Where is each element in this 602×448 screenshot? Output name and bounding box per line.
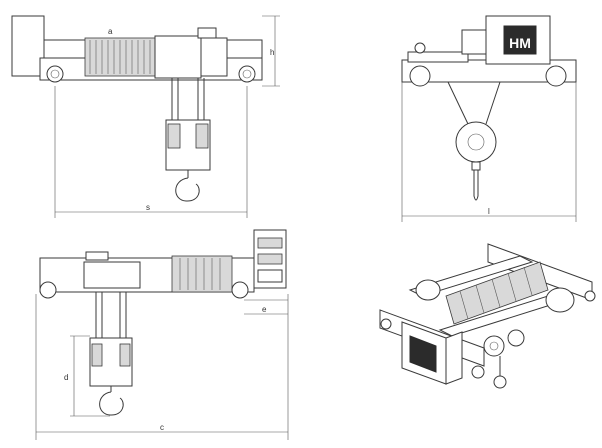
end-wheel-left: [409, 65, 431, 87]
iso-motor: [415, 279, 441, 301]
side-view: h a s: [11, 15, 280, 218]
dim-a-label: a: [108, 27, 113, 36]
motor-terminal-box: [197, 27, 217, 39]
front-drum: [171, 255, 233, 293]
iso-hm-logo-icon: [409, 335, 437, 373]
end-hook: [473, 170, 479, 201]
dim-h-label: h: [270, 48, 274, 57]
front-hook: [99, 391, 124, 416]
dim-d-label: d: [64, 373, 68, 382]
iso-drum: [445, 261, 549, 325]
dim-s-label: s: [146, 203, 150, 212]
front-wheel-left: [39, 281, 57, 299]
svg-text:HM: HM: [509, 35, 531, 51]
front-wheel-right: [231, 281, 249, 299]
motor-cap: [414, 42, 426, 54]
wheel-left: [46, 65, 64, 83]
wheel-right: [238, 65, 256, 83]
dim-e-label: e: [262, 305, 267, 314]
hoist-motor: [154, 35, 202, 79]
isometric-view: [379, 243, 596, 389]
gearbox: [200, 37, 228, 77]
end-view: HM l: [401, 15, 577, 222]
front-trolley: [83, 261, 141, 289]
hook: [175, 177, 200, 202]
iso-sheave: [483, 335, 505, 357]
hm-logo-icon: [503, 25, 537, 55]
dim-c-label: c: [160, 423, 164, 432]
end-wheel-right: [545, 65, 567, 87]
front-view: e d c: [35, 229, 289, 440]
dim-l-label: l: [488, 207, 490, 216]
end-box: [11, 15, 45, 77]
sheave: [455, 121, 497, 163]
